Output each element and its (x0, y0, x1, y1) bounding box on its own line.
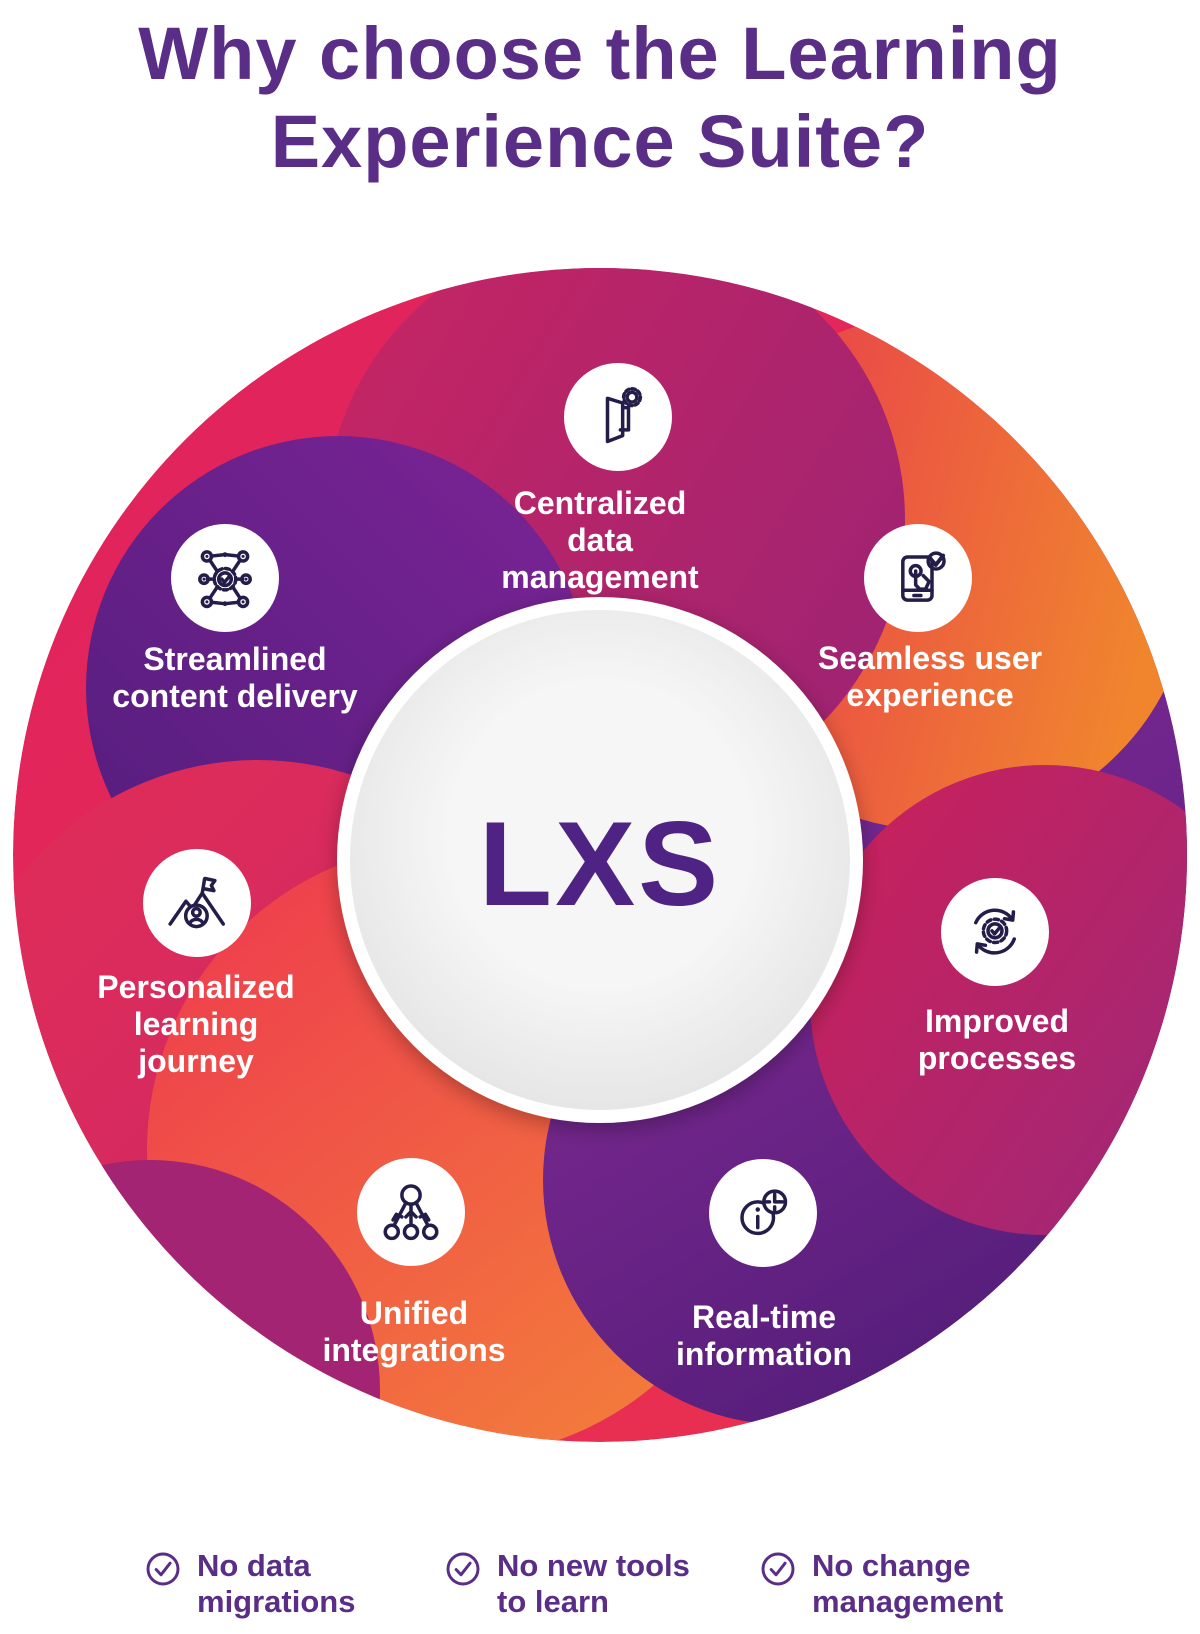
benefit-bubble-personalized (143, 849, 251, 957)
check-circle-icon (761, 1552, 795, 1586)
benefit-label-line: Improved (924, 1003, 1070, 1039)
page-title: Why choose the Learning Experience Suite… (0, 10, 1200, 186)
benefit-bubble-seamless (864, 524, 972, 632)
benefit-label-line: experience (846, 677, 1014, 713)
footer-item-text: No data migrations (197, 1548, 355, 1620)
benefit-label-line: Streamlined (143, 641, 327, 677)
footer-item-no-data-migrations: No data migrations (144, 1548, 355, 1620)
benefit-label-line: processes (917, 1040, 1077, 1076)
footer-item-text: No change management (812, 1548, 1003, 1620)
benefit-bubble-streamlined (171, 524, 279, 632)
gear-refresh-icon (974, 908, 1016, 955)
benefit-bubble-unified (357, 1158, 465, 1266)
footer-line: to learn (497, 1584, 609, 1619)
benefit-label-line: Personalized (97, 969, 295, 1005)
footer-line: management (812, 1584, 1004, 1619)
footer-item-text: No new tools to learn (497, 1548, 690, 1620)
phone-tap-check-icon (901, 551, 946, 602)
benefit-label-line: Seamless user (817, 640, 1043, 676)
benefit-label-line: Unified (359, 1295, 469, 1331)
benefit-bubble-centralized (564, 363, 672, 471)
mountain-flag-person-icon (168, 876, 225, 929)
benefit-label-line: data (567, 522, 633, 558)
benefit-label-line: Real-time (691, 1299, 837, 1335)
benefit-label-line: information (676, 1336, 852, 1372)
footer-item-no-change-management: No change management (759, 1548, 1003, 1620)
footer-line: migrations (197, 1584, 356, 1619)
footer-item-no-new-tools: No new tools to learn (444, 1548, 690, 1620)
benefit-label-unified: Unified integrations (322, 1295, 505, 1369)
benefit-label-centralized: Centralized data management (501, 485, 698, 596)
page-title-line1: Why choose the Learning (138, 12, 1062, 95)
benefit-label-seamless: Seamless user experience (818, 640, 1042, 714)
footer-line: No new tools (497, 1548, 690, 1583)
center-label: LXS (478, 797, 722, 931)
center-circle (350, 610, 850, 1110)
benefit-label-line: Centralized (513, 485, 687, 521)
benefit-label-line: content delivery (112, 678, 358, 714)
footer-line: No change (812, 1548, 971, 1583)
benefit-label-line: integrations (322, 1332, 506, 1368)
info-clock-icon (740, 1189, 788, 1236)
benefit-label-realtime: Real-time information (676, 1299, 852, 1373)
benefit-label-improved: Improved processes (918, 1003, 1076, 1077)
hierarchy-nodes-icon (383, 1184, 439, 1241)
gear-network-icon (198, 550, 252, 609)
benefit-label-line: journey (138, 1043, 254, 1079)
check-circle-icon (446, 1552, 480, 1586)
benefit-label-personalized: Personalized learning journey (97, 969, 294, 1080)
benefit-bubble-improved (941, 878, 1049, 986)
benefit-bubble-realtime (709, 1159, 817, 1267)
page-title-line2: Experience Suite? (270, 100, 930, 183)
door-gear-icon (605, 387, 643, 444)
footer-line: No data (197, 1548, 311, 1583)
benefit-label-line: learning (133, 1006, 259, 1042)
check-circle-icon (146, 1552, 180, 1586)
benefit-label-streamlined: Streamlined content delivery (112, 641, 357, 715)
benefit-label-line: management (501, 559, 699, 595)
